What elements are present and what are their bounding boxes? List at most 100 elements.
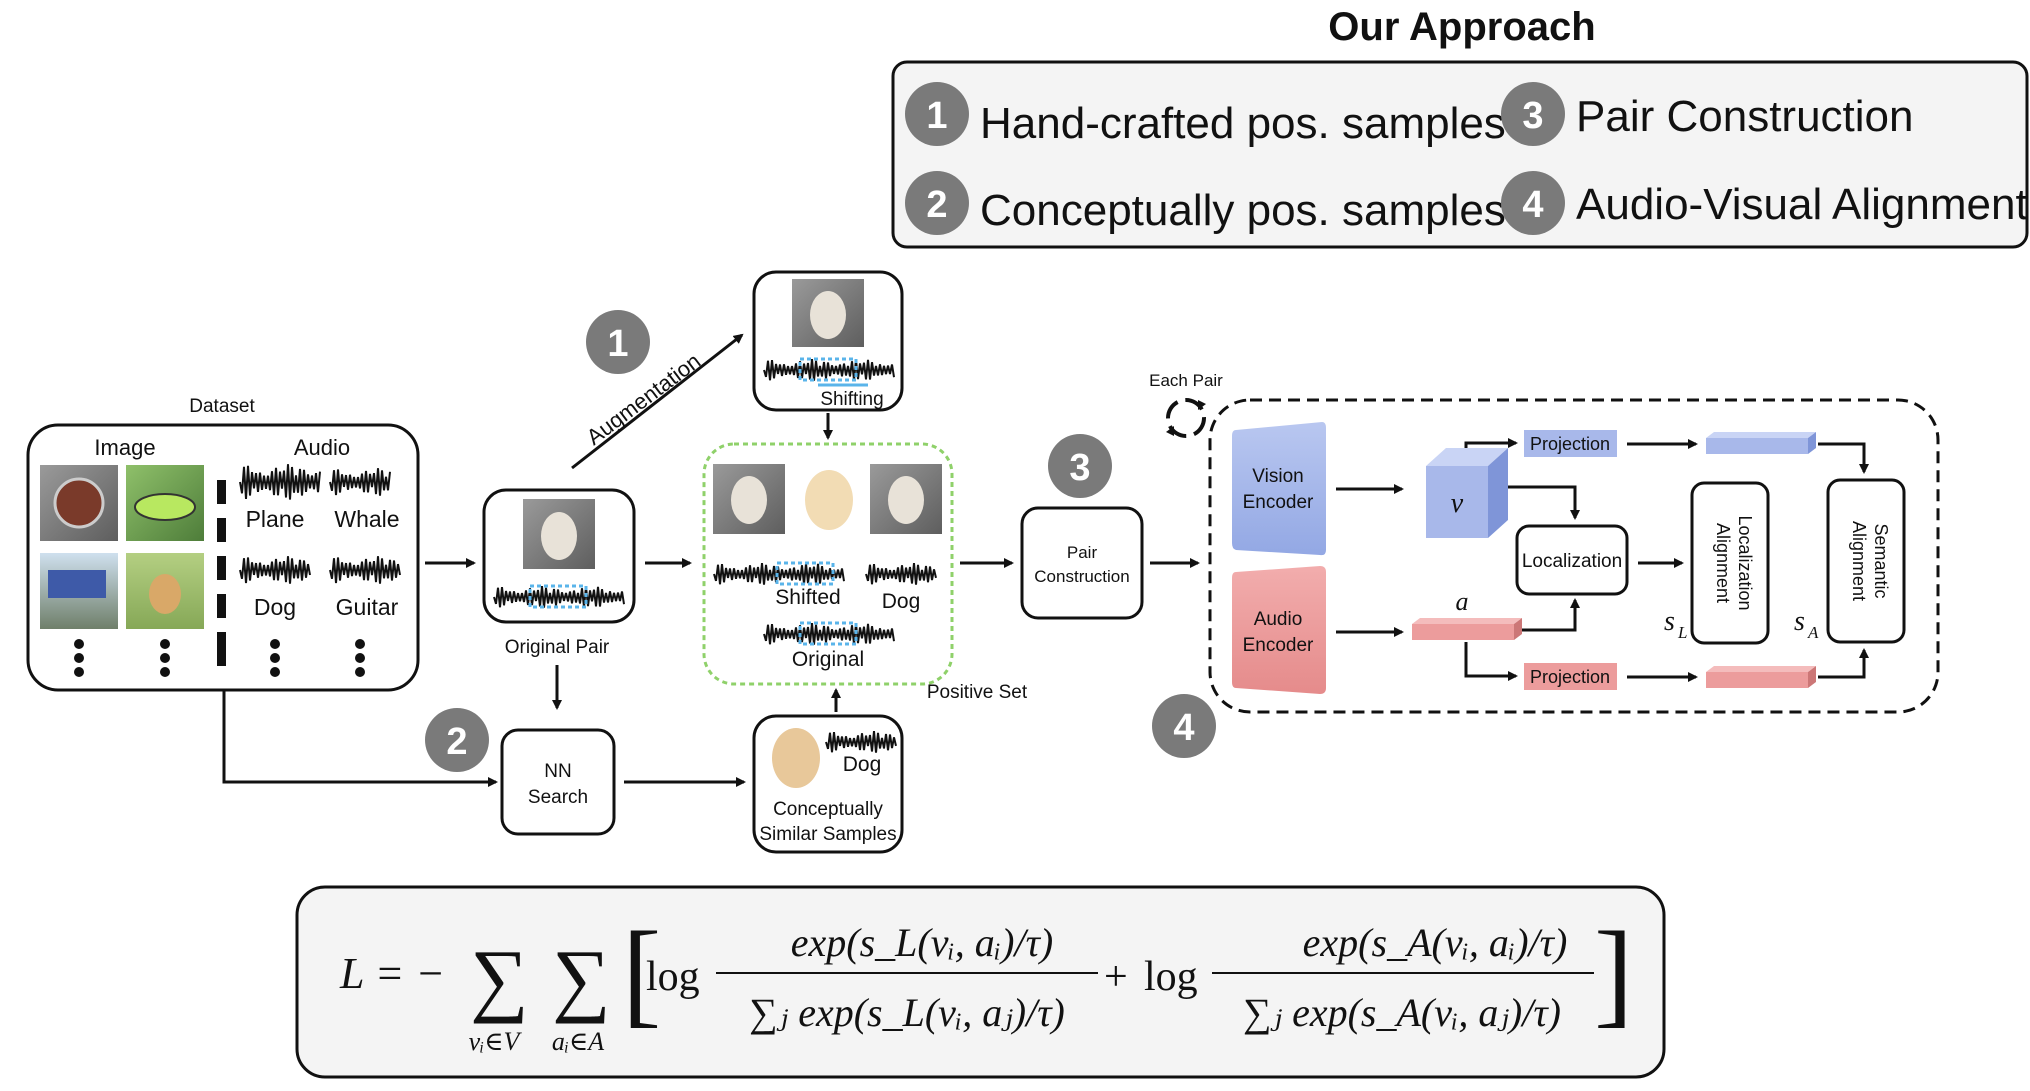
semantic-alignment-line-1: Semantic: [1871, 523, 1891, 598]
loss-log-1: log: [646, 954, 700, 1000]
approach-step-4: 4 Audio-Visual Alignment: [1501, 171, 2028, 235]
projection-bottom-box: [1524, 663, 1617, 690]
shifting-highlight: [798, 357, 858, 382]
pipeline-badge-4-num: 4: [1173, 707, 1194, 749]
nn-search-box: [500, 728, 616, 836]
a-symbol: a: [1456, 587, 1469, 616]
pipeline-badge-2-num: 2: [446, 721, 467, 763]
step-badge-1-num: 1: [926, 95, 947, 137]
projection-bottom-label: Projection: [1530, 667, 1610, 687]
original-pair-highlight: [528, 584, 588, 609]
nn-search-line-2: Search: [528, 787, 588, 808]
pipeline-badge-1-num: 1: [607, 323, 628, 365]
loss-num-2: exp(s_A(vᵢ, aᵢ)/τ): [1303, 920, 1568, 965]
loss-formula-box: [295, 885, 1666, 1079]
positive-dog-1: [731, 476, 767, 524]
shifting-caption: Shifting: [820, 389, 883, 410]
a-feature-bar: [1412, 618, 1522, 640]
dataset-caption: Dataset: [189, 396, 255, 417]
audio-label-dog: Dog: [254, 594, 296, 620]
nn-search-line-1: NN: [544, 761, 571, 782]
car-shape: [134, 493, 196, 521]
dog-shape: [149, 574, 181, 614]
svg-text:s: s: [1794, 606, 1805, 637]
pair-construction-line-2: Construction: [1034, 567, 1129, 586]
positive-dog-label: Dog: [882, 590, 921, 613]
step-2-label: Conceptually pos. samples: [980, 186, 1506, 235]
arrow-v-up-to-projection: [1464, 438, 1518, 448]
shifting-dog: [810, 291, 846, 339]
arrow-v-to-localization: [1508, 485, 1580, 520]
projected-vision-feature: [1706, 432, 1816, 454]
each-pair-cycle-icon: [1166, 398, 1206, 438]
loss-sum-1: ∑: [470, 933, 528, 1024]
s-l-symbol: s L: [1664, 606, 1687, 642]
dataset-waveform-plane: [239, 464, 321, 500]
v-symbol: v: [1451, 488, 1464, 519]
pipeline-badge-1: [586, 310, 650, 374]
loss-plus: +: [1104, 954, 1128, 1000]
projection-top-box: [1524, 430, 1617, 457]
original-pair-waveform: [493, 586, 625, 608]
drum-shape: [53, 477, 105, 529]
dataset-waveform-guitar: [329, 556, 401, 584]
positive-dog-waveform: [865, 563, 937, 585]
v-feature-cube: [1426, 448, 1508, 538]
loss-log-2: log: [1144, 954, 1198, 1000]
positive-dog-3: [888, 476, 924, 524]
positive-shifted-label: Shifted: [775, 586, 840, 609]
pipeline-badge-4: [1152, 694, 1216, 758]
positive-set-caption: Positive Set: [927, 682, 1028, 703]
audio-encoder-shape: [1232, 566, 1326, 694]
step-badge-4: [1501, 171, 1565, 235]
positive-shifted-waveform: [713, 563, 845, 585]
loss-sum-1-sub: vᵢ∈V: [469, 1027, 523, 1056]
approach-step-1: 1 Hand-crafted pos. samples: [905, 82, 1506, 148]
pair-construction-line-1: Pair: [1067, 543, 1098, 562]
pipeline-badge-3: [1048, 434, 1112, 498]
shifting-waveform: [763, 359, 895, 381]
vision-encoder-line-2: Encoder: [1243, 492, 1314, 513]
vision-encoder-line-1: Vision: [1252, 466, 1303, 487]
localization-alignment-box: [1690, 481, 1770, 645]
pipeline-badge-2: [425, 708, 489, 772]
step-badge-3: [1501, 82, 1565, 146]
similar-waveform: [825, 731, 897, 753]
semantic-alignment-line-2: Alignment: [1849, 521, 1869, 601]
arrow-a-to-localization: [1522, 598, 1580, 632]
dataset-waveform-dog: [239, 556, 311, 584]
step-badge-4-num: 4: [1522, 184, 1543, 226]
step-badge-2-num: 2: [926, 184, 947, 226]
positive-original-highlight: [798, 621, 858, 646]
dataset-divider: [217, 480, 226, 666]
audio-label-plane: Plane: [246, 506, 305, 532]
loss-den-1: ∑ⱼ exp(s_L(vᵢ, aⱼ)/τ): [749, 990, 1065, 1035]
vision-encoder-shape: [1232, 422, 1326, 556]
positive-shifted-highlight: [775, 561, 835, 586]
arrow-a-down-to-projection: [1464, 642, 1518, 681]
approach-step-2: 2 Conceptually pos. samples: [905, 171, 1506, 235]
localization-alignment-line-2: Alignment: [1713, 523, 1733, 603]
loss-lhs: L = −: [339, 949, 445, 998]
similar-dog-image: [772, 728, 820, 788]
approach-step-3: 3 Pair Construction: [1501, 82, 1913, 146]
train-shape: [48, 570, 106, 598]
semantic-alignment-box: [1826, 478, 1906, 644]
positive-original-waveform: [763, 623, 895, 645]
each-pair-label: Each Pair: [1149, 371, 1223, 390]
audio-encoder-line-2: Encoder: [1243, 635, 1314, 656]
step-badge-2: [905, 171, 969, 235]
arrow-augmentation: [571, 333, 744, 470]
loss-den-2: ∑ⱼ exp(s_A(vᵢ, aⱼ)/τ): [1243, 990, 1561, 1035]
loss-right-bracket: ]: [1594, 907, 1633, 1038]
similar-caption-line-1: Conceptually: [773, 799, 883, 820]
dataset-ellipsis-dots: [74, 639, 365, 677]
audio-encoder-line-1: Audio: [1254, 609, 1303, 630]
audio-label-whale: Whale: [334, 506, 399, 532]
similar-dog-label: Dog: [843, 753, 882, 776]
approach-legend-box: [891, 60, 2029, 249]
arrow-dataset-to-nn: [222, 690, 498, 787]
positive-dog-2: [805, 470, 853, 530]
arrow-audio-feature-to-semantic: [1818, 648, 1869, 679]
